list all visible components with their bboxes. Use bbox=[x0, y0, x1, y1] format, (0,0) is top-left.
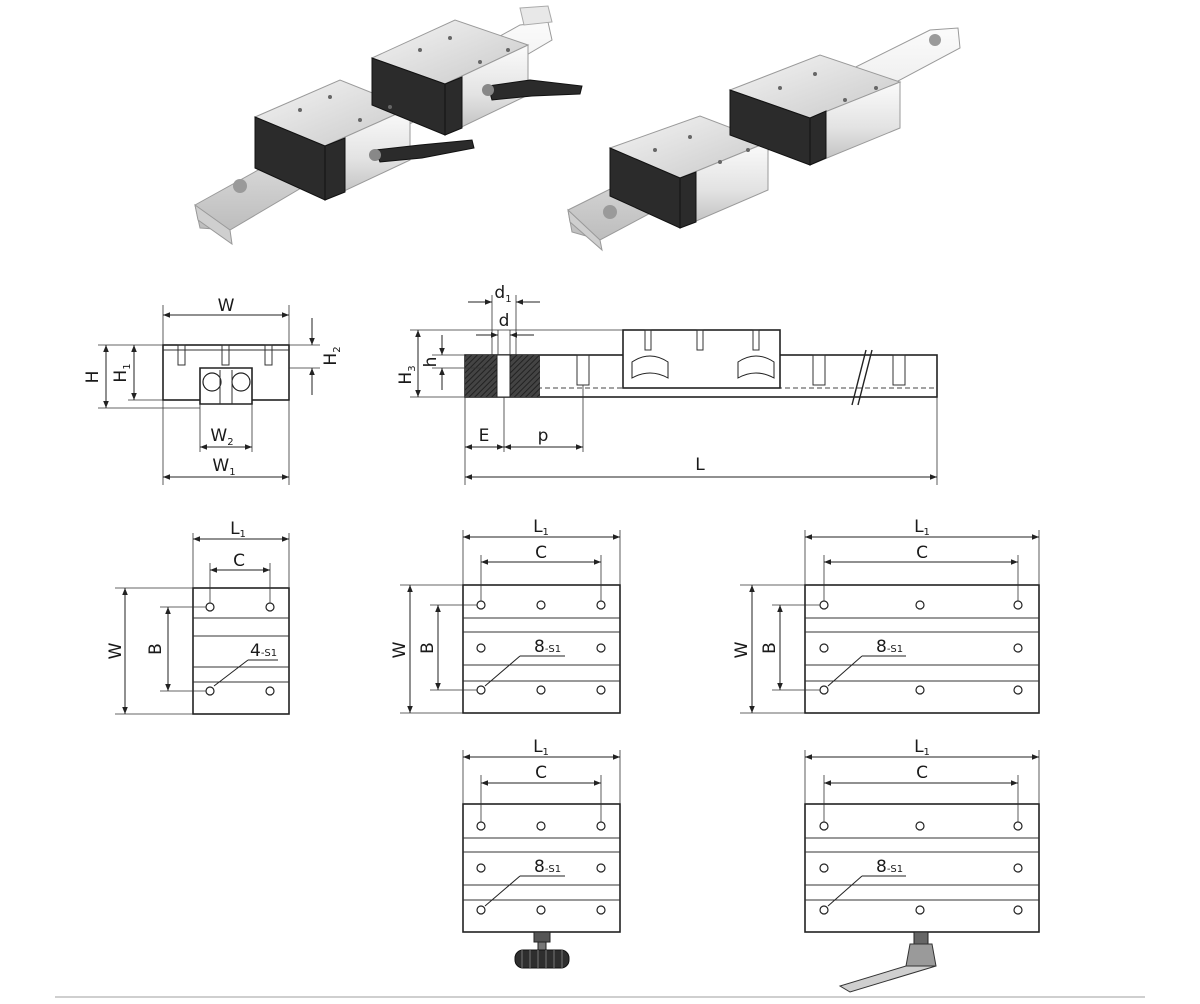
side-view-diagram: d1 d H3 h E p L bbox=[396, 283, 938, 485]
svg-text:d1: d1 bbox=[494, 283, 511, 305]
label-L1: L bbox=[914, 517, 924, 537]
svg-text:L1: L1 bbox=[914, 517, 930, 538]
label-d: d bbox=[499, 311, 510, 331]
label-L1-sub: 1 bbox=[924, 527, 930, 538]
svg-text:H1: H1 bbox=[111, 363, 133, 382]
clamp-knob-icon bbox=[514, 931, 570, 969]
label-C: C bbox=[916, 543, 928, 563]
label-B: B bbox=[418, 642, 438, 654]
label-L1-sub: 1 bbox=[240, 529, 246, 540]
svg-text:L1: L1 bbox=[533, 517, 549, 538]
top-view-lever-clamp: L1 C 8-S1 bbox=[804, 737, 1040, 993]
label-H2: H bbox=[321, 353, 341, 366]
label-H1: H bbox=[111, 370, 131, 383]
label-h: h bbox=[421, 357, 441, 368]
svg-text:H2: H2 bbox=[321, 346, 343, 365]
mount-holes bbox=[476, 600, 606, 695]
svg-text:8-S1: 8-S1 bbox=[876, 857, 903, 877]
svg-text:W1: W1 bbox=[212, 456, 235, 478]
svg-text:W2: W2 bbox=[210, 426, 233, 448]
label-C: C bbox=[233, 551, 245, 571]
label-holes-8: 8 bbox=[876, 857, 887, 877]
label-C: C bbox=[535, 763, 547, 783]
label-L1-sub: 1 bbox=[924, 747, 930, 758]
svg-text:4-S1: 4-S1 bbox=[250, 641, 277, 661]
label-B: B bbox=[146, 643, 166, 655]
label-W1: W bbox=[212, 456, 229, 476]
label-L: L bbox=[695, 455, 705, 475]
top-view-8-holes-a: L1 C W B 8-S1 bbox=[390, 517, 621, 714]
label-holes-8: 8 bbox=[534, 637, 545, 657]
label-p: p bbox=[538, 426, 549, 446]
end-view-diagram: W H H1 H2 W2 W1 bbox=[83, 296, 343, 485]
label-L1: L bbox=[230, 519, 240, 539]
label-d1-sub: 1 bbox=[505, 294, 511, 305]
clamp-lever-icon bbox=[838, 931, 937, 993]
label-hole-suffix: -S1 bbox=[545, 864, 561, 875]
product-photo-left bbox=[194, 5, 583, 246]
label-H3-sub: 3 bbox=[407, 365, 418, 371]
mount-holes bbox=[476, 821, 606, 915]
label-W1-sub: 1 bbox=[229, 467, 235, 478]
label-d1: d bbox=[494, 283, 505, 303]
svg-text:H3: H3 bbox=[396, 365, 418, 384]
label-hole-suffix: -S1 bbox=[545, 644, 561, 655]
label-holes-8: 8 bbox=[876, 637, 887, 657]
label-L1-sub: 1 bbox=[543, 747, 549, 758]
page-divider bbox=[55, 996, 1145, 998]
svg-text:L1: L1 bbox=[230, 519, 246, 540]
label-hole-suffix: -S1 bbox=[887, 864, 903, 875]
label-W-top: W bbox=[106, 642, 126, 659]
label-L1: L bbox=[533, 737, 543, 757]
svg-text:8-S1: 8-S1 bbox=[534, 637, 561, 657]
label-L1-sub: 1 bbox=[543, 527, 549, 538]
label-L1: L bbox=[533, 517, 543, 537]
label-H2-sub: 2 bbox=[332, 346, 343, 352]
label-W: W bbox=[218, 296, 235, 316]
label-hole-suffix: -S1 bbox=[887, 644, 903, 655]
label-W2: W bbox=[210, 426, 227, 446]
mount-holes bbox=[819, 821, 1023, 915]
svg-text:L1: L1 bbox=[914, 737, 930, 758]
svg-text:L1: L1 bbox=[533, 737, 549, 758]
top-view-knob-clamp: L1 C 8-S1 bbox=[462, 737, 621, 969]
label-W2-sub: 2 bbox=[227, 437, 233, 448]
label-L1: L bbox=[914, 737, 924, 757]
label-holes-8: 8 bbox=[534, 857, 545, 877]
label-C: C bbox=[535, 543, 547, 563]
label-W-top: W bbox=[732, 641, 752, 658]
label-hole-suffix: -S1 bbox=[261, 648, 277, 659]
label-H3: H bbox=[396, 372, 416, 385]
label-W-top: W bbox=[390, 641, 410, 658]
label-B: B bbox=[760, 642, 780, 654]
product-photo-right bbox=[567, 27, 961, 252]
label-holes-4: 4 bbox=[250, 641, 261, 661]
label-H: H bbox=[83, 371, 103, 384]
svg-text:8-S1: 8-S1 bbox=[876, 637, 903, 657]
top-view-8-holes-b: L1 C W B 8-S1 bbox=[732, 517, 1040, 714]
top-view-4-holes: L1 C W B 4-S1 bbox=[106, 519, 290, 715]
label-E: E bbox=[479, 426, 490, 446]
label-H1-sub: 1 bbox=[122, 363, 133, 369]
svg-text:8-S1: 8-S1 bbox=[534, 857, 561, 877]
mount-holes bbox=[205, 602, 275, 696]
label-C: C bbox=[916, 763, 928, 783]
